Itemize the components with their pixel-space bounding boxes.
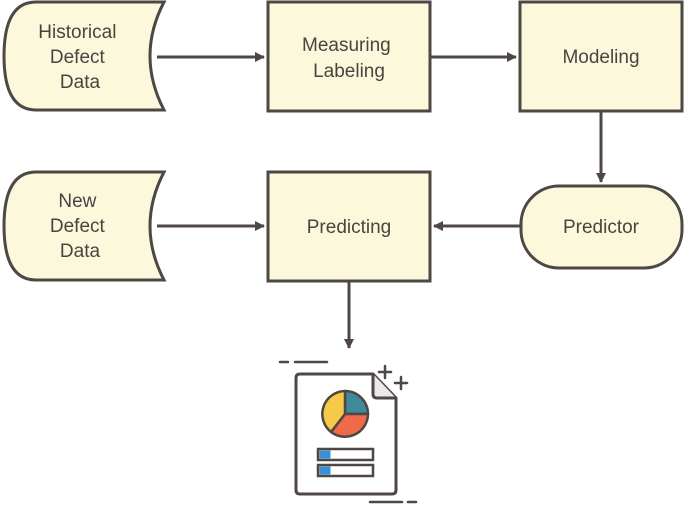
predicting-node: Predicting — [266, 170, 432, 283]
svg-text:New Defect Data: New Defect Data — [50, 191, 110, 262]
bar-line-2 — [316, 463, 375, 478]
modeling-node: Modeling — [518, 0, 684, 113]
svg-text:Measuring Labeling: Measuring Labeling — [302, 35, 396, 82]
modeling-label: Modeling — [562, 47, 639, 68]
new-data-line-1: New — [58, 191, 96, 212]
pie-chart-icon — [321, 389, 370, 438]
measuring-line-2: Labeling — [313, 61, 385, 82]
measuring-line-1: Measuring — [302, 35, 391, 56]
historical-line-2: Defect — [50, 47, 106, 68]
document-fold — [371, 374, 396, 400]
svg-text:Modeling: Modeling — [562, 47, 639, 68]
new-data-line-2: Defect — [50, 216, 106, 237]
measuring-labeling-node: Measuring Labeling — [266, 0, 432, 113]
predictor-label: Predictor — [563, 217, 640, 238]
svg-text:Historical Defect: Historical Defect Data — [38, 22, 121, 93]
predictor-node: Predictor — [519, 184, 684, 270]
historical-line-3: Data — [60, 72, 101, 93]
historical-line-1: Historical — [38, 22, 116, 43]
new-data-line-3: Data — [60, 241, 101, 262]
svg-text:Predicting: Predicting — [307, 217, 392, 238]
report-document-icon — [278, 360, 418, 504]
predicting-label: Predicting — [307, 217, 392, 238]
svg-text:Predictor: Predictor — [563, 217, 640, 238]
plus-sparkle-icon — [377, 364, 409, 391]
bar-line-1 — [316, 447, 375, 462]
historical-defect-data-node: Historical Defect Data — [2, 0, 167, 112]
new-defect-data-node: New Defect Data — [2, 170, 167, 282]
